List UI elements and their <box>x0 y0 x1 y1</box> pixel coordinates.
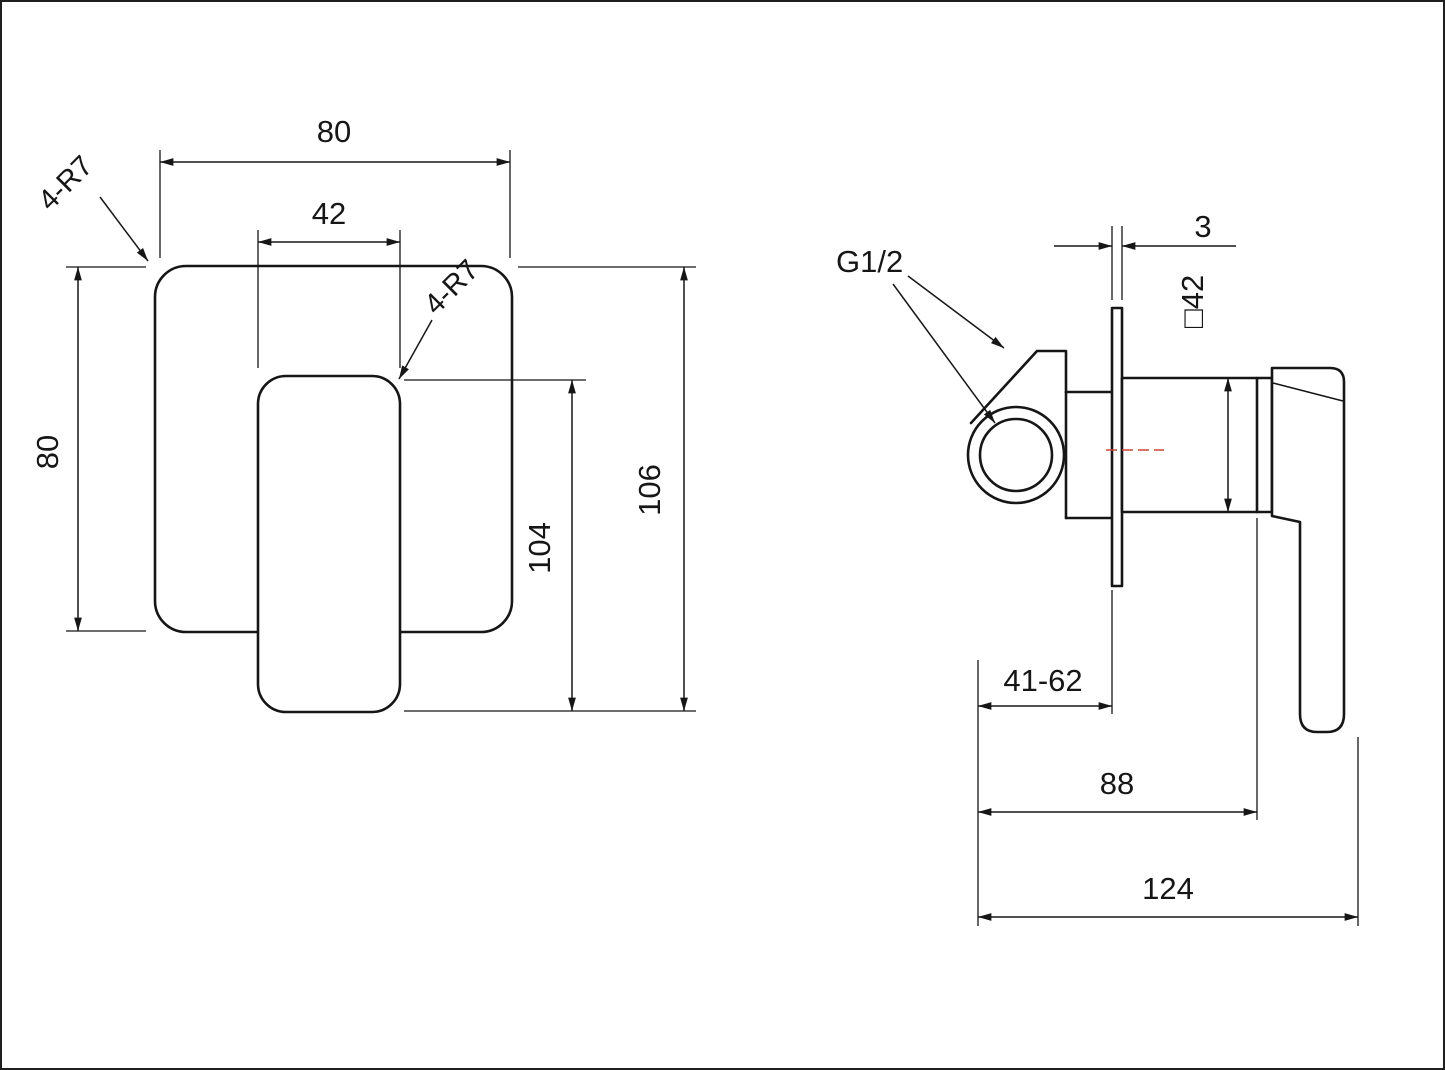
dim-plate-width-label: 80 <box>317 114 351 149</box>
dim-sleeve-depth-label: 88 <box>1100 766 1134 801</box>
dim-handle-width-label: 42 <box>312 196 346 231</box>
dim-install-depth: 41-62 <box>977 590 1113 926</box>
dim-plate-width: 80 <box>159 114 511 258</box>
handle-top-edge-line <box>1272 382 1344 402</box>
dim-plate-height-label: 80 <box>30 435 65 469</box>
dim-plate-radius: 4-R7 <box>32 150 149 262</box>
front-handle-outline <box>256 374 402 714</box>
front-view <box>153 264 514 714</box>
side-plate <box>1110 306 1124 588</box>
dim-overall-height-label: 106 <box>632 464 667 516</box>
dim-handle-width: 42 <box>257 196 401 368</box>
side-view-dimensions: G1/2 3 □42 41-62 <box>836 209 1359 926</box>
dim-sleeve-depth: 88 <box>977 518 1258 820</box>
valve-housing <box>969 349 1068 425</box>
cartridge-sleeve <box>1120 376 1274 514</box>
dim-thread: G1/2 <box>836 244 1005 424</box>
inlet-boss-outer <box>966 405 1066 505</box>
dim-plate-thickness-label: 3 <box>1194 209 1211 244</box>
dim-square-section-label: □42 <box>1175 275 1210 328</box>
dim-overall-depth-label: 124 <box>1142 871 1194 906</box>
dim-handle-height: 104 <box>404 379 586 712</box>
side-handle <box>1270 366 1346 734</box>
dim-square-section: □42 <box>1175 275 1232 513</box>
dim-handle-height-label: 104 <box>522 522 557 574</box>
dim-plate-height: 80 <box>30 266 146 632</box>
dim-overall-height: 106 <box>404 266 696 712</box>
thread-label: G1/2 <box>836 244 903 279</box>
side-view <box>966 306 1346 734</box>
dim-overall-depth: 124 <box>977 737 1359 926</box>
inlet-thread-inner <box>978 417 1054 493</box>
dim-plate-thickness: 3 <box>1054 209 1236 300</box>
dim-plate-radius-label: 4-R7 <box>32 150 99 217</box>
dim-install-depth-label: 41-62 <box>1003 663 1082 698</box>
